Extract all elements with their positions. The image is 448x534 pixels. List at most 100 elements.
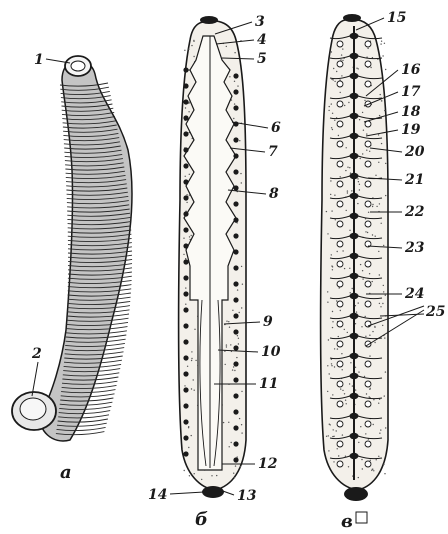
stipple-dot bbox=[327, 391, 328, 392]
stipple-dot bbox=[351, 190, 352, 191]
nephridium-right bbox=[233, 409, 238, 414]
testis-left bbox=[337, 221, 343, 227]
stipple-dot bbox=[362, 153, 363, 154]
stipple-dot bbox=[332, 266, 333, 267]
stipple-dot bbox=[327, 365, 328, 366]
ganglion bbox=[350, 433, 359, 439]
ganglion bbox=[350, 353, 359, 359]
nephridium-left bbox=[183, 275, 188, 280]
stipple-dot bbox=[188, 447, 189, 448]
stipple-dot bbox=[372, 281, 373, 282]
stipple-dot bbox=[341, 75, 342, 76]
internal-view-v bbox=[321, 14, 388, 501]
ganglion bbox=[350, 333, 359, 339]
stipple-dot bbox=[193, 41, 194, 42]
stipple-dot bbox=[229, 327, 230, 328]
stipple-dot bbox=[342, 369, 343, 370]
stipple-dot bbox=[216, 475, 217, 476]
stipple-dot bbox=[384, 337, 385, 338]
testis-left bbox=[337, 181, 343, 187]
stipple-dot bbox=[187, 366, 188, 367]
stipple-dot bbox=[344, 393, 345, 394]
stipple-dot bbox=[359, 119, 360, 120]
stipple-dot bbox=[229, 446, 230, 447]
anterior-sucker-inner bbox=[71, 61, 85, 71]
testis-right bbox=[365, 381, 371, 387]
testis-right bbox=[365, 161, 371, 167]
stipple-dot bbox=[185, 107, 186, 108]
stipple-dot bbox=[370, 67, 371, 68]
stipple-dot bbox=[332, 436, 333, 437]
stipple-dot bbox=[380, 94, 381, 95]
stipple-dot bbox=[232, 310, 233, 311]
nephridium-left bbox=[183, 259, 188, 264]
stipple-dot bbox=[363, 130, 364, 131]
ganglion bbox=[350, 53, 359, 59]
stipple-dot bbox=[385, 295, 386, 296]
stipple-dot bbox=[331, 103, 332, 104]
label-2: 2 bbox=[31, 346, 42, 362]
stipple-dot bbox=[342, 60, 343, 61]
stipple-dot bbox=[331, 363, 332, 364]
stipple-dot bbox=[191, 388, 192, 389]
label-5: 5 bbox=[257, 51, 267, 67]
stipple-dot bbox=[349, 167, 350, 168]
stipple-dot bbox=[342, 434, 343, 435]
stipple-dot bbox=[371, 470, 372, 471]
testis-left bbox=[337, 321, 343, 327]
stipple-dot bbox=[358, 68, 359, 69]
label-6: 6 bbox=[271, 120, 281, 136]
stipple-dot bbox=[349, 230, 350, 231]
stipple-dot bbox=[184, 50, 185, 51]
stipple-dot bbox=[338, 336, 339, 337]
stipple-dot bbox=[374, 342, 375, 343]
stipple-dot bbox=[358, 302, 359, 303]
ganglion bbox=[350, 113, 359, 119]
stipple-dot bbox=[329, 373, 330, 374]
nephridium-right bbox=[233, 393, 238, 398]
stipple-dot bbox=[332, 311, 333, 312]
stipple-dot bbox=[226, 321, 227, 322]
nephridium-right bbox=[233, 297, 238, 302]
stipple-dot bbox=[375, 236, 376, 237]
stipple-dot bbox=[344, 329, 345, 330]
stipple-dot bbox=[242, 284, 243, 285]
stipple-dot bbox=[335, 219, 336, 220]
stipple-dot bbox=[328, 435, 329, 436]
stipple-dot bbox=[195, 360, 196, 361]
nephridium-right bbox=[233, 249, 238, 254]
stipple-dot bbox=[334, 120, 335, 121]
ganglion bbox=[350, 293, 359, 299]
stipple-dot bbox=[239, 418, 240, 419]
stipple-dot bbox=[186, 194, 187, 195]
stipple-dot bbox=[201, 479, 202, 480]
stipple-dot bbox=[234, 477, 235, 478]
external-view-a bbox=[12, 56, 132, 441]
nephridium-left bbox=[183, 195, 188, 200]
stipple-dot bbox=[361, 459, 362, 460]
stipple-dot bbox=[191, 435, 192, 436]
stipple-dot bbox=[361, 326, 362, 327]
stipple-dot bbox=[366, 133, 367, 134]
nephridium-right bbox=[233, 313, 238, 318]
stipple-dot bbox=[384, 43, 385, 44]
nephridium-left bbox=[183, 131, 188, 136]
stipple-dot bbox=[334, 348, 335, 349]
stipple-dot bbox=[334, 81, 335, 82]
stipple-dot bbox=[379, 303, 380, 304]
testis-right bbox=[365, 301, 371, 307]
nephridium-right bbox=[233, 345, 238, 350]
stipple-dot bbox=[336, 71, 337, 72]
stipple-dot bbox=[378, 456, 379, 457]
stipple-dot bbox=[238, 338, 239, 339]
label-8: 8 bbox=[269, 186, 279, 202]
stipple-dot bbox=[382, 55, 383, 56]
stipple-dot bbox=[380, 43, 381, 44]
stipple-dot bbox=[226, 344, 227, 345]
stipple-dot bbox=[340, 59, 341, 60]
stipple-dot bbox=[385, 195, 386, 196]
stipple-dot bbox=[228, 422, 229, 423]
stipple-dot bbox=[241, 391, 242, 392]
stipple-dot bbox=[350, 362, 351, 363]
label-20: 20 bbox=[404, 144, 425, 160]
